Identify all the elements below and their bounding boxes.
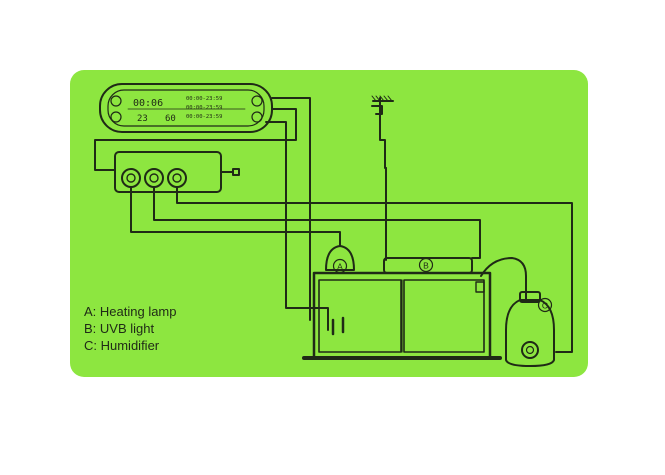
marker-a-circle: [332, 258, 348, 274]
outlet-icon: [121, 168, 187, 188]
wire-controller-to-terrarium: [265, 97, 329, 331]
controller-row-3: 00:00-23:59: [186, 114, 222, 120]
controller-row-1: 00:00-23:59: [186, 96, 222, 102]
controller-humidity: 60: [165, 114, 176, 124]
wire-controller-to-strip: [94, 108, 297, 171]
controller-time: 00:06: [133, 98, 163, 109]
legend-item-humidifier: C: Humidifier: [84, 338, 160, 353]
marker-c-circle: [537, 297, 553, 313]
wire-humidifier: [176, 186, 573, 353]
marker-c-label: C: [542, 301, 548, 311]
legend-item-heating-lamp: A: Heating lamp: [84, 304, 177, 319]
wire-uvb: [153, 186, 481, 259]
temperature-probe-icon: [371, 95, 394, 169]
marker-b-circle: [418, 257, 434, 273]
marker-b-label: B: [423, 261, 429, 271]
controller-row-2: 00:00-23:59: [186, 105, 222, 111]
terrarium-icon: [302, 271, 502, 360]
humidifier-icon: [480, 257, 555, 367]
controller-temp: 23: [137, 114, 148, 124]
legend: A: Heating lamp B: UVB light C: Humidifi…: [84, 303, 177, 354]
marker-a-label: A: [337, 262, 343, 272]
wire-heat-lamp: [130, 186, 341, 247]
power-strip-icon: [114, 151, 240, 193]
legend-item-uvb-light: B: UVB light: [84, 321, 155, 336]
heat-lamp-icon: [325, 239, 355, 271]
